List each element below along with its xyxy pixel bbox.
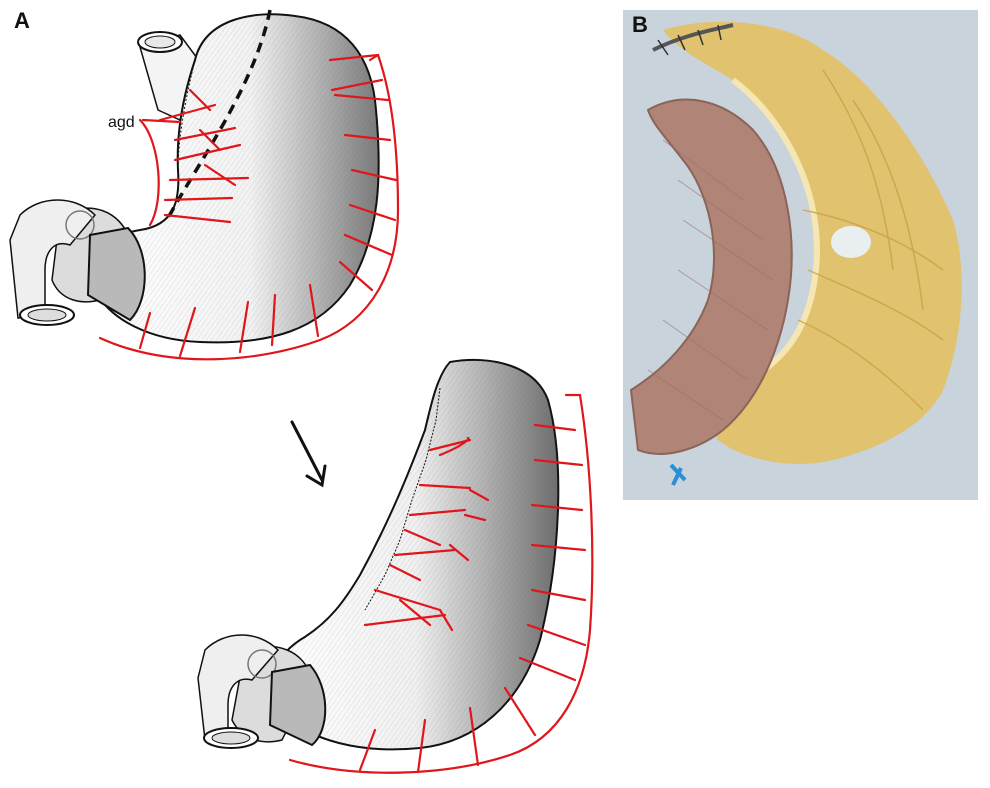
stomach-before xyxy=(10,10,379,342)
specimen-drawing xyxy=(623,10,978,500)
panel-b-label: B xyxy=(632,12,648,38)
arrow-icon xyxy=(292,422,325,485)
stomach-after xyxy=(198,360,558,749)
specimen-photo xyxy=(623,10,978,500)
